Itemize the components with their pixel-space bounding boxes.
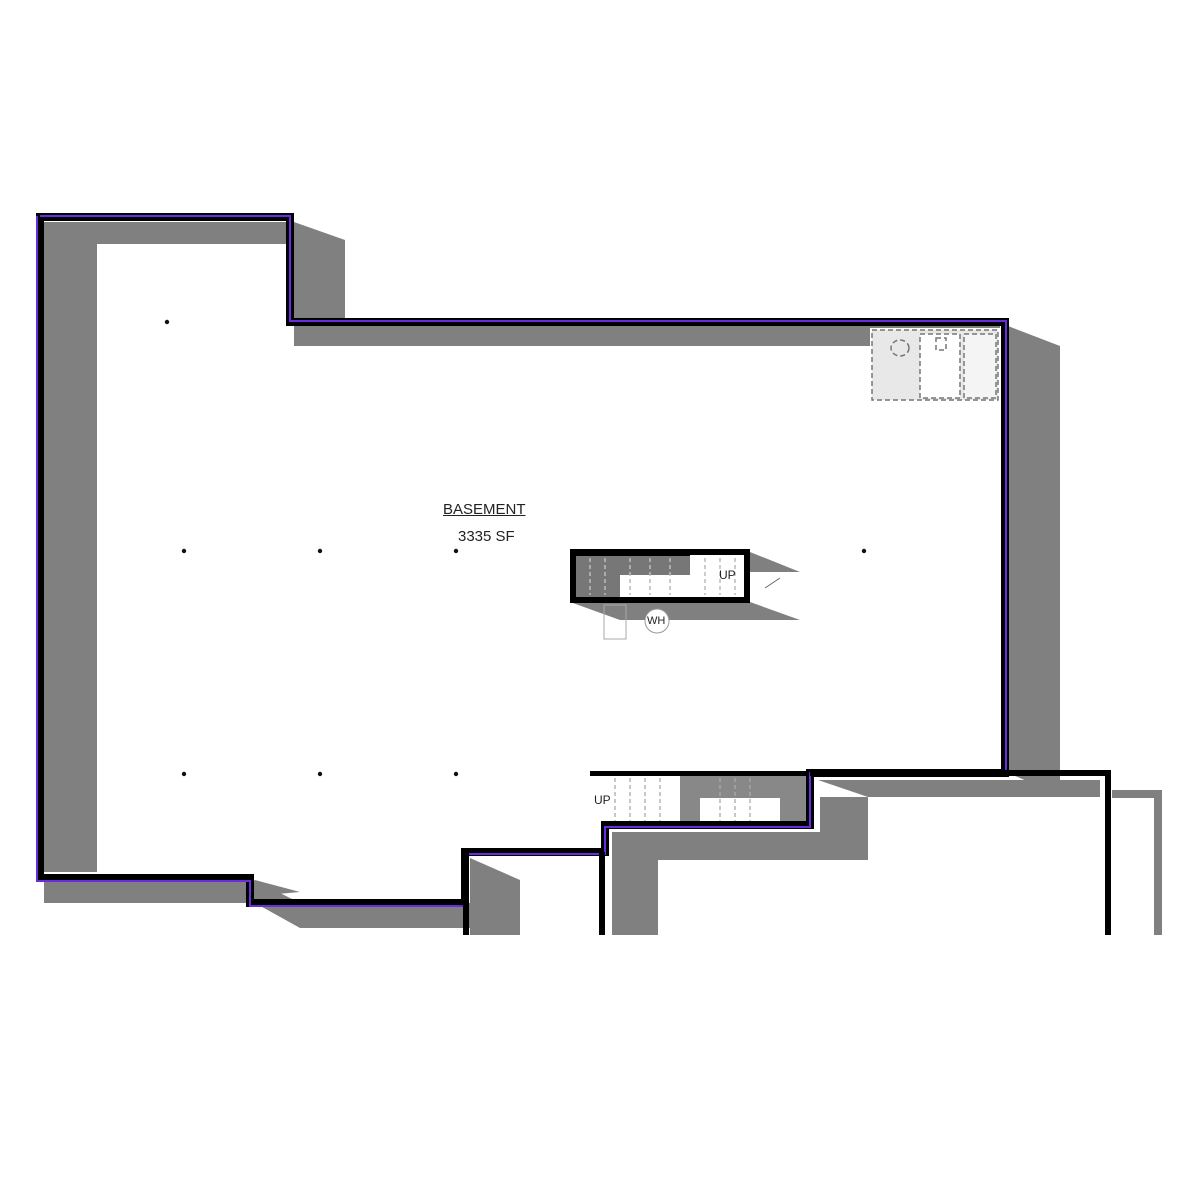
water-heater-label: WH: [647, 615, 666, 627]
exterior-extension-walls: [463, 770, 1111, 935]
column-markers: [164, 319, 867, 777]
center-stairs: [570, 549, 800, 640]
wall-outline: [36, 215, 1007, 907]
stairs-up-label: UP: [594, 793, 611, 807]
exterior-shadows: [44, 222, 1162, 935]
toilet-icon: [890, 339, 910, 357]
room-name-label: BASEMENT: [443, 501, 526, 518]
appliance-outline: [603, 604, 627, 640]
stairs-up-label: UP: [719, 568, 736, 582]
bathroom: [871, 329, 999, 401]
water-heater-icon: [644, 608, 670, 634]
lower-stairs: [590, 771, 810, 824]
room-area-label: 3335 SF: [458, 528, 515, 545]
sink-icon: [935, 337, 947, 351]
basement-floor: [97, 244, 998, 896]
